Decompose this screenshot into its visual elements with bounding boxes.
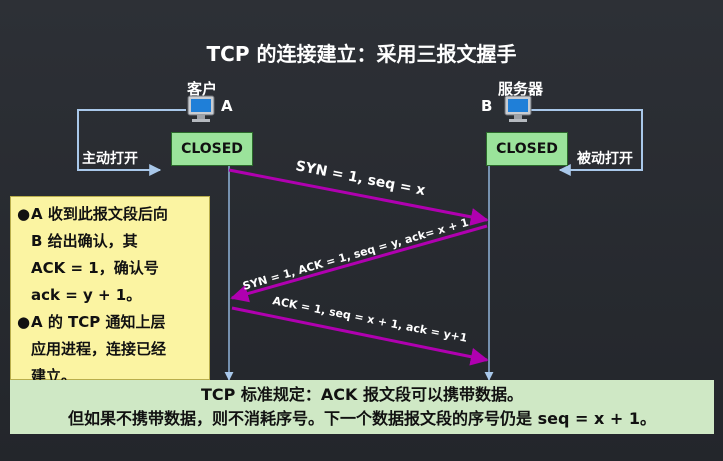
server-letter: B (481, 97, 493, 115)
explanation-note: ●A 收到此报文段后向 B 给出确认，其 ACK = 1，确认号 ack = y… (10, 196, 210, 385)
syn-ack-arrow (230, 224, 488, 303)
passive-open-bracket (530, 109, 643, 176)
diagram-title: TCP 的连接建立：采用三报文握手 (206, 42, 517, 66)
syn-arrow (228, 168, 489, 226)
client-state-box: CLOSED (171, 132, 253, 166)
footer-note: TCP 标准规定：ACK 报文段可以携带数据。 但如果不携带数据，则不消耗序号。… (10, 380, 714, 434)
note-line-6: 应用进程，连接已经 (31, 340, 167, 358)
computer-monitor-icon (187, 95, 215, 122)
note-line-1: ●A 收到此报文段后向 (17, 201, 203, 228)
ack-arrow (231, 306, 489, 366)
server-state-box: CLOSED (486, 132, 568, 166)
syn-message: SYN = 1, seq = x (294, 158, 426, 199)
syn-ack-message: SYN = 1, ACK = 1, seq = y, ack= x + 1 (241, 216, 470, 293)
computer-monitor-icon (504, 95, 532, 122)
bullet-icon: ● (17, 313, 31, 331)
bullet-icon: ● (17, 205, 31, 223)
client-letter: A (221, 97, 233, 115)
active-open-bracket (77, 109, 186, 176)
note-line-2: B 给出确认，其 (31, 232, 138, 250)
note-line-5: ●A 的 TCP 通知上层 (17, 309, 203, 336)
footer-line-2: 但如果不携带数据，则不消耗序号。下一个数据报文段的序号仍是 seq = x + … (68, 409, 656, 428)
passive-open-label: 被动打开 (577, 151, 633, 167)
server-role-label: 服务器 (498, 80, 544, 98)
active-open-label: 主动打开 (82, 151, 138, 167)
note-line-4: ack = y + 1。 (31, 286, 142, 304)
note-line-3: ACK = 1，确认号 (31, 259, 159, 277)
client-role-label: 客户 (187, 80, 218, 98)
footer-line-1: TCP 标准规定：ACK 报文段可以携带数据。 (200, 385, 524, 404)
